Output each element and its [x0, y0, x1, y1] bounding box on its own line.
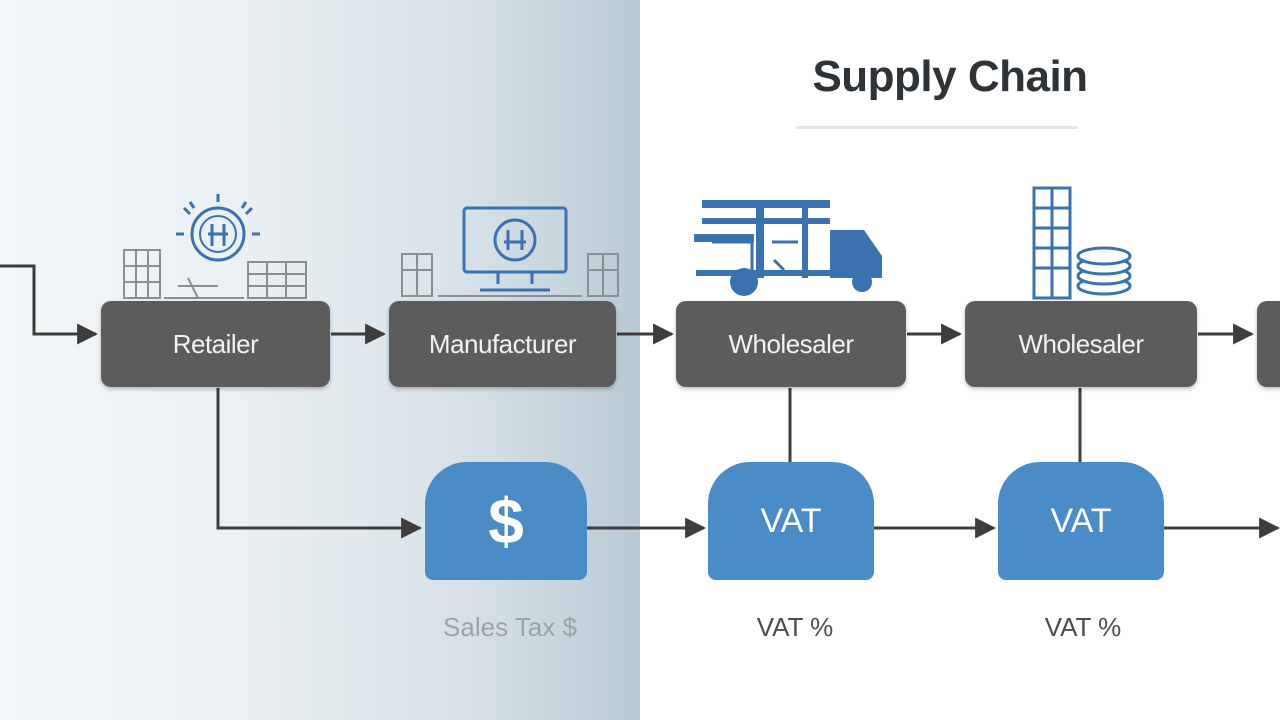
retail-store-icon [123, 194, 307, 299]
warehouse-coins-icon [1032, 186, 1132, 300]
arrow-retailer-to-sales-tax [216, 388, 423, 539]
tax-box-vat-2: VAT [998, 462, 1164, 580]
tax-box-sales-tax: $ [425, 462, 587, 580]
factory-monitor-icon [401, 206, 619, 297]
caption-vat-2: VAT % [1044, 612, 1122, 642]
stage-wholesaler-2: Wholesaler [965, 301, 1197, 387]
tax-box-vat-1: VAT [708, 462, 874, 580]
stage-wholesaler-1: Wholesaler [676, 301, 906, 387]
caption-sales-tax: Sales Tax $ [443, 612, 577, 642]
title-underline [796, 126, 1078, 129]
stage-manufacturer: Manufacturer [389, 301, 616, 387]
stage-retailer: Retailer [101, 301, 330, 387]
truck-icon [694, 200, 882, 296]
incoming-arrow [0, 264, 99, 345]
stage-next-partial [1257, 301, 1280, 387]
caption-vat-1: VAT % [756, 612, 834, 642]
diagram-title: Supply Chain [812, 52, 1088, 101]
